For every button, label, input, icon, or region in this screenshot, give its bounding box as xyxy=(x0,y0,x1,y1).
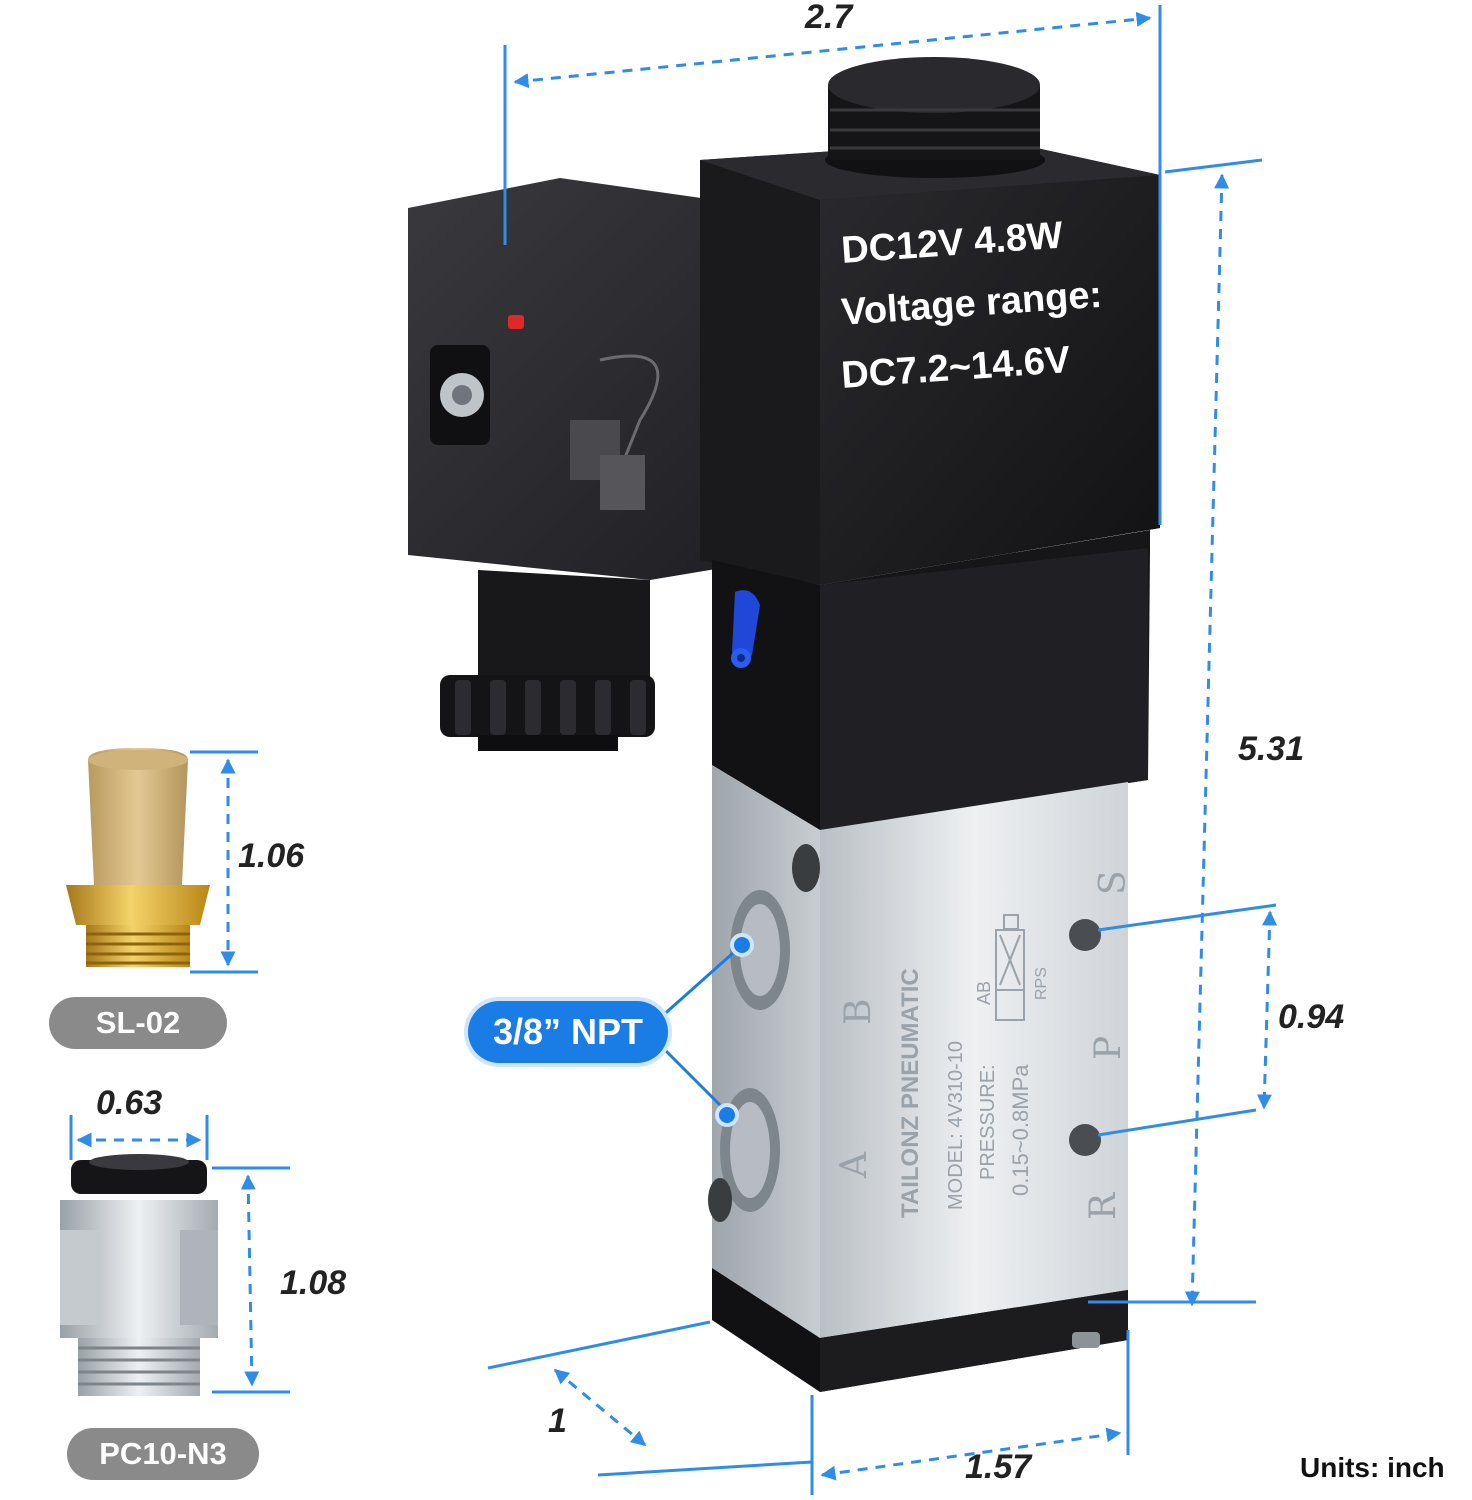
symbol-rps-marking: RPS xyxy=(1033,967,1050,1000)
dimension-lines xyxy=(69,5,1278,1495)
pressure-value-marking: 0.15~0.8MPa xyxy=(1008,1064,1033,1196)
dim-silencer-height-label: 1.06 xyxy=(238,837,305,875)
valve-symbol-icon xyxy=(995,914,1025,1021)
port-letter-r: R xyxy=(1083,1192,1124,1220)
npt-marker-top xyxy=(730,933,754,957)
silencer-name-badge: SL-02 xyxy=(49,997,227,1049)
dim-height-label: 5.31 xyxy=(1238,730,1305,768)
brand-marking: TAILONZ PNEUMATIC xyxy=(897,968,924,1218)
fitting-name-badge: PC10-N3 xyxy=(67,1428,259,1480)
dim-base-width-label: 1.57 xyxy=(965,1448,1032,1486)
npt-callout-leaders xyxy=(658,943,743,1114)
port-letter-b: B xyxy=(838,999,879,1025)
port-letter-a: A xyxy=(834,1151,875,1179)
port-letter-s: S xyxy=(1093,870,1134,895)
pilot-block xyxy=(712,530,1150,830)
valve-body: B A S P R TAILONZ PNEUMATIC MODEL: 4V310… xyxy=(708,765,1134,1392)
symbol-ab-marking: AB xyxy=(974,981,994,1005)
silencer-image xyxy=(66,748,210,967)
dim-width-label: 2.7 xyxy=(805,0,853,36)
model-marking: MODEL: 4V310-10 xyxy=(945,1041,967,1210)
dim-base-depth-label: 1 xyxy=(548,1402,567,1440)
dim-port-spacing-label: 0.94 xyxy=(1278,998,1345,1036)
npt-marker-bottom xyxy=(715,1103,739,1127)
solenoid-coil xyxy=(700,57,1160,585)
npt-callout: 3/8” NPT xyxy=(468,1001,668,1063)
push-fitting-image xyxy=(60,1154,218,1396)
dim-fitting-width-label: 0.63 xyxy=(96,1084,163,1122)
port-letter-p: P xyxy=(1088,1036,1129,1060)
pressure-label-marking: PRESSURE: xyxy=(977,1064,999,1180)
dim-fitting-height-label: 1.08 xyxy=(280,1264,347,1302)
units-note: Units: inch xyxy=(1300,1452,1445,1483)
